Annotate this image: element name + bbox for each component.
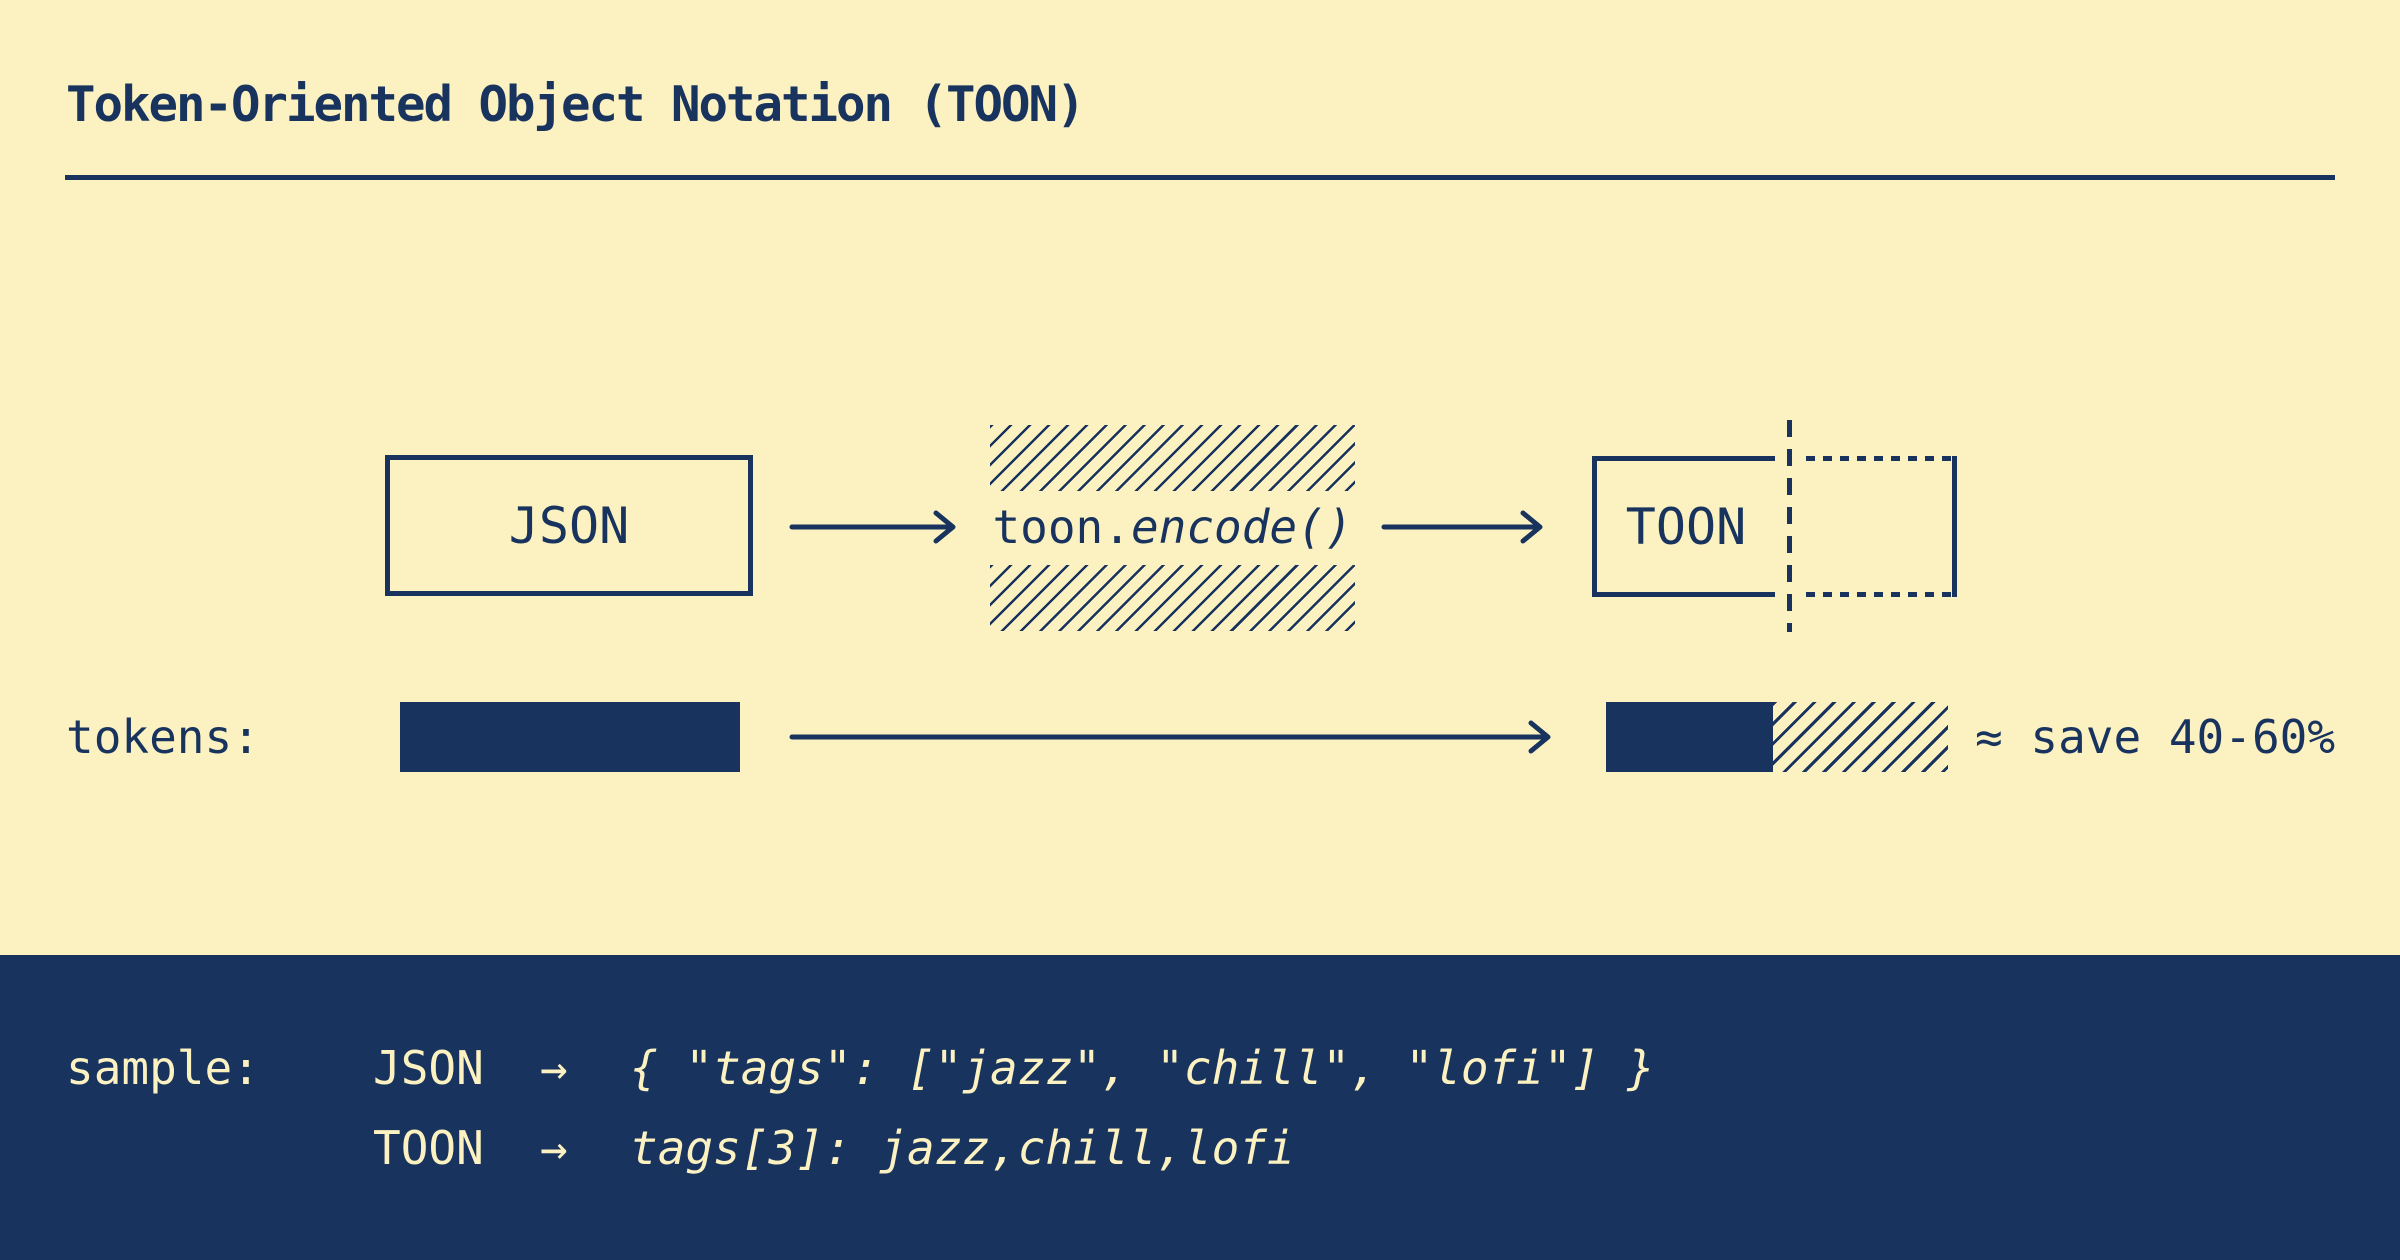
arrow-right-glyph: → [540, 1041, 568, 1095]
sample-row-toon: TOON → tags[3]: jazz,chill,lofi [0, 1120, 2400, 1176]
page-title: Token-Oriented Object Notation (TOON) [66, 76, 1086, 133]
json-box-label: JSON [508, 496, 630, 555]
cut-dashed-line [1787, 420, 1792, 632]
encode-function-label: toon.encode() [990, 497, 1355, 557]
arrow-right-icon [789, 510, 956, 544]
title-underline [65, 175, 2335, 180]
sample-band: sample: JSON → { "tags": ["jazz", "chill… [0, 955, 2400, 1260]
encode-prefix: toon. [992, 500, 1131, 554]
encode-call: encode() [1130, 500, 1353, 554]
arrow-right-icon [1381, 510, 1543, 544]
hatch-band-top [990, 425, 1355, 491]
sample-row-json: JSON → { "tags": ["jazz", "chill", "lofi… [0, 1040, 2400, 1096]
sample-toon-code: tags[3]: jazz,chill,lofi [630, 1121, 1295, 1175]
savings-note: ≈ save 40-60% [1975, 710, 2336, 764]
toon-box-label: TOON [1625, 497, 1747, 556]
arrow-right-icon [789, 720, 1551, 754]
json-box: JSON [385, 455, 753, 596]
hatch-band-bottom [990, 565, 1355, 631]
sample-format-label: JSON [373, 1041, 484, 1095]
arrow-right-glyph: → [540, 1121, 568, 1175]
sample-format-label: TOON [373, 1121, 484, 1175]
tokens-row-label: tokens: [66, 710, 260, 764]
saved-tokens-hatch-bar [1773, 702, 1948, 772]
sample-json-code: { "tags": ["jazz", "chill", "lofi"] } [630, 1041, 1655, 1095]
toon-box: TOON [1592, 456, 1775, 597]
json-token-bar [400, 702, 740, 772]
saved-tokens-ghost-box [1806, 456, 1957, 597]
toon-token-bar [1606, 702, 1773, 772]
sample-label: sample: [66, 1041, 260, 1095]
